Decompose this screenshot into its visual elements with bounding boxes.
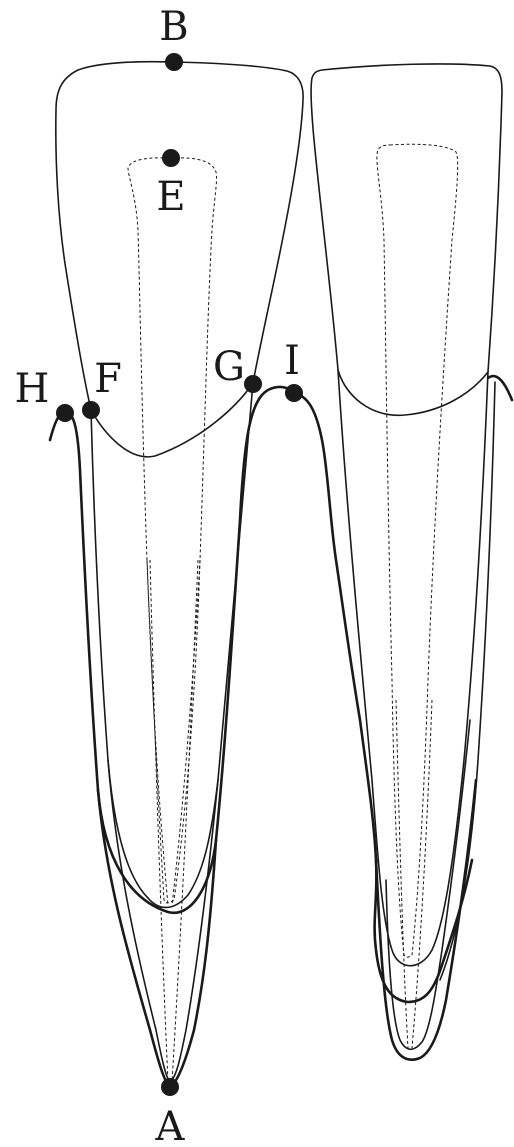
right-root-apex-inner: [385, 719, 471, 1051]
left-tooth: [48, 60, 474, 1004]
interdental-bone-outline: [292, 391, 474, 1004]
left-root-inner-outline: [90, 382, 254, 909]
label-H: H: [15, 366, 50, 412]
point-B: [165, 53, 183, 71]
left-gingiva-outline: [48, 385, 296, 915]
point-E: [162, 149, 180, 167]
right-pulp-canal: [376, 143, 459, 958]
left-pulp-apex-line-b: [171, 559, 201, 906]
label-F: F: [94, 356, 122, 402]
point-I: [285, 384, 303, 402]
label-I: I: [284, 338, 300, 384]
point-H: [56, 404, 74, 422]
right-root-outer-outline-b: [439, 381, 496, 981]
left-root-apex: [96, 788, 218, 1089]
label-B: B: [159, 4, 188, 50]
left-pulp-apex-line-a: [146, 559, 169, 906]
point-F: [82, 401, 100, 419]
left-pulp-canal: [127, 157, 217, 904]
right-root-outer-outline: [486, 374, 514, 402]
label-A: A: [155, 1104, 186, 1147]
label-E: E: [156, 174, 185, 220]
right-tooth: [310, 63, 514, 981]
label-G: G: [213, 344, 245, 390]
right-canal-apex: [395, 699, 433, 1049]
left-canal-apex: [149, 559, 199, 1083]
right-root-apex: [374, 778, 478, 1061]
left-root-apex-inner: [107, 759, 219, 1083]
point-G: [244, 375, 262, 393]
left-crown-outline: [55, 60, 304, 458]
landmark-labels: B E H F G I A: [15, 4, 300, 1147]
right-root-inner-outline: [337, 369, 489, 967]
right-crown-outline: [310, 63, 503, 416]
